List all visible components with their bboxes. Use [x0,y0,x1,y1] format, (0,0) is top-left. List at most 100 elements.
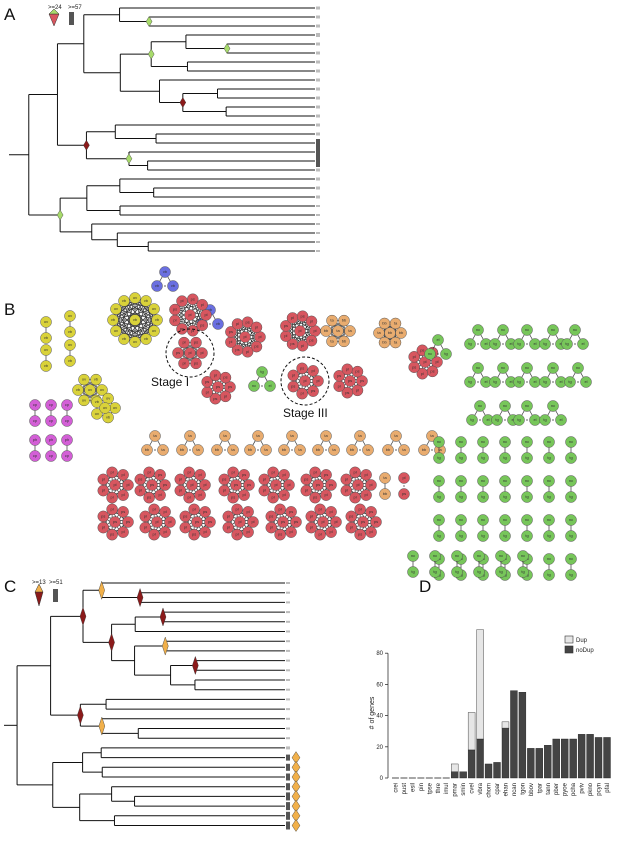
network-node-label: ta [153,433,157,438]
network-node [543,553,555,565]
network-node-label: nc [476,365,480,370]
tree-tip-bar [316,69,320,73]
network-node [157,444,169,456]
network-node-label: pl [330,529,333,534]
tree-node-marker [77,705,84,725]
network-node-label: nc [428,351,432,356]
network-node-label: cp [65,418,70,423]
network-node [495,550,507,562]
bar-nodup [594,737,603,779]
network-node [474,400,486,412]
network-node-label: tg [481,455,484,460]
network-node [547,400,559,412]
x-tick-label: cvel [470,783,476,794]
network-node [174,484,187,497]
network-node [521,362,533,374]
network-node-label: pl [247,509,250,514]
network-node-label: vb [68,329,73,334]
network-node-label: ps [158,472,162,477]
network-node-label: tg [525,494,528,499]
network-node [565,452,577,464]
network-node-label: ps [402,491,406,496]
network-node [499,491,511,503]
network-node [212,381,224,393]
tree-tip-bar [286,591,290,594]
network-node-label: vb [163,269,168,274]
network-node-label: ta [264,447,268,452]
network-node [184,309,196,321]
network-node [242,506,254,518]
network-node [264,380,276,392]
network-node-label: ov [68,313,72,318]
network-node [360,469,372,481]
network-node-label: ps [113,519,117,524]
network-node [344,375,356,387]
tree-tip-bar [316,87,320,91]
network-node [565,436,577,448]
network-node-label: ov [44,319,48,324]
network-node [134,484,147,497]
network-node [370,516,382,528]
network-node-label: pl [284,333,287,338]
network-node [320,489,332,501]
tree-node-marker [192,655,199,676]
network-node-label: nc [499,553,503,558]
network-node-label: pl [310,525,313,530]
network-node-label: pl [236,532,239,537]
legend-dup-label: Dup [576,638,588,644]
network-node [61,450,73,462]
network-node [231,528,243,541]
network-node [513,376,525,388]
network-node-label: pl [201,302,204,307]
network-node-label: ov [100,387,104,392]
network-node [407,566,419,578]
network-node-label: ps [101,513,105,518]
network-node-label: pl [365,472,368,477]
network-node-label: el [559,379,562,384]
network-node [472,324,484,336]
network-node [309,491,321,504]
network-node-label: tg [517,379,520,384]
network-node-label: pl [164,529,167,534]
x-tick-label: tpse [427,782,433,794]
network-node-label: tg [437,455,440,460]
network-node-label: pl [423,359,426,364]
phylogeny-tree-c [4,580,301,832]
network-node [176,444,188,456]
network-node [159,526,171,538]
network-node-label: pl [199,492,202,497]
network-node [109,479,121,491]
x-tick-label: smin [461,783,467,796]
network-node [159,506,171,518]
network-node-label: pl [325,492,328,497]
network-node-label: ta [383,475,387,480]
network-node-label: nc [521,553,525,558]
network-node-label: pl [188,312,191,317]
tree-node-marker [83,139,90,151]
network-edge [115,297,136,332]
network-node [110,303,122,315]
network-node [349,466,361,479]
tree-tip-bar [286,792,290,801]
network-node-label: ps [245,319,249,324]
network-node [29,434,41,446]
network-node [129,292,141,304]
tree-node-marker [125,153,133,165]
network-node-label: nc [525,365,529,370]
network-node-label: ta [377,330,381,335]
network-node [184,430,196,442]
network-node [45,450,57,462]
y-tick-label: 80 [376,651,383,657]
network-node-label: tg [569,572,572,577]
tree-tip-bar [316,132,320,136]
network-node [64,355,76,367]
network-node-label: nc [547,439,551,444]
network-node [517,566,529,578]
network-node-label: pl [102,525,105,530]
network-node-label: tg [468,341,471,346]
network-node-label: pl [182,360,185,365]
tree-tip-bar [286,763,290,771]
network-node-label: pl [292,372,295,377]
network-node [565,553,577,565]
network-node [344,325,356,337]
